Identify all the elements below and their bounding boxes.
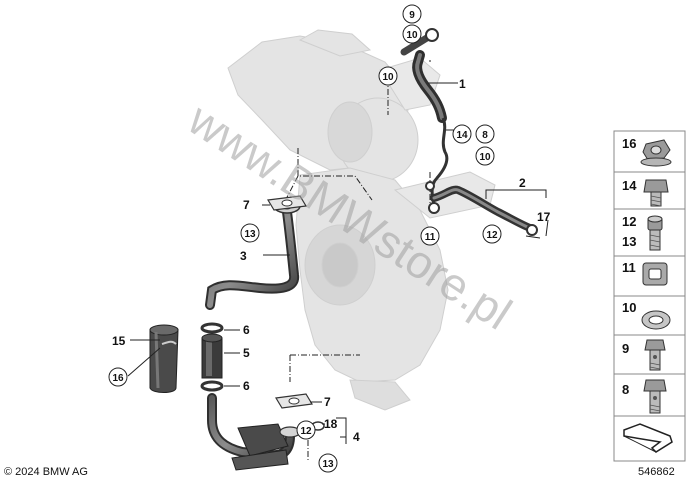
o-ring-part-6-upper[interactable] [200,322,224,334]
hose-part-5[interactable] [201,333,223,379]
panel-label-12: 12 [622,214,636,229]
callout-8: 8 [475,124,495,144]
callout-15: 15 [112,334,126,348]
callout-12-lower: 12 [296,420,316,440]
panel-label-8: 8 [622,382,629,397]
callout-16-sleeve: 16 [108,367,128,387]
coolant-line-part-2[interactable] [425,181,538,236]
callout-7-upper: 7 [243,198,250,212]
callout-3: 3 [240,249,247,263]
split-lock-washer-icon[interactable] [642,262,668,286]
label-leader-lines [127,60,549,444]
panel-label-9: 9 [622,341,629,356]
oil-pipe-part-3[interactable] [205,198,301,310]
callout-1: 1 [459,77,466,91]
callout-6-upper: 6 [243,323,250,337]
svg-text:14: 14 [456,130,468,141]
svg-text:10: 10 [382,72,394,83]
callout-10-top: 10 [402,24,422,44]
svg-text:13: 13 [322,459,334,470]
panel-label-11: 11 [622,260,636,275]
svg-text:10: 10 [406,30,418,41]
callout-12-right: 12 [482,224,502,244]
coolant-hose-part-1[interactable] [400,28,447,123]
svg-text:12: 12 [300,426,312,437]
callout-10-right: 10 [475,146,495,166]
reference-leader-lines [282,78,431,462]
panel-label-16: 16 [622,136,636,151]
callout-11: 11 [420,226,440,246]
sealing-ring-icon[interactable] [641,310,671,330]
callout-2: 2 [519,176,526,190]
callout-18: 18 [324,417,338,431]
callout-4: 4 [353,430,360,444]
gasket-part-7-lower[interactable] [275,393,313,409]
panel-label-13: 13 [622,234,636,249]
view-direction-arrow-icon [623,423,673,453]
drawing-number: 546862 [638,466,675,478]
callout-7-lower: 7 [324,395,331,409]
svg-text:11: 11 [425,232,436,243]
svg-text:9: 9 [409,10,415,21]
svg-text:10: 10 [479,152,491,163]
callout-13-upper: 13 [240,223,260,243]
thin-coolant-line[interactable] [430,117,449,206]
hex-bolt-icon[interactable] [643,179,669,207]
svg-text:13: 13 [244,229,256,240]
o-ring-part-6-lower[interactable] [200,380,224,392]
copyright-text: © 2024 BMW AG [4,466,88,478]
panel-label-10: 10 [622,300,636,315]
callout-13-lower: 13 [318,453,338,473]
banjo-bolt-icon[interactable] [644,339,666,371]
callout-5: 5 [243,346,250,360]
banjo-bolt-long-icon[interactable] [643,379,667,414]
oil-feed-line-part-4[interactable] [207,393,301,471]
flange-nut-icon[interactable] [640,139,672,167]
callout-6-lower: 6 [243,379,250,393]
gasket-part-7-upper[interactable] [267,195,307,211]
callout-17: 17 [537,210,551,224]
callout-10-mid: 10 [378,66,398,86]
protective-sleeve-part-15[interactable] [149,324,179,393]
callout-9: 9 [402,4,422,24]
svg-text:16: 16 [112,373,124,384]
svg-text:8: 8 [482,130,488,141]
svg-text:12: 12 [486,230,498,241]
callout-14: 14 [452,124,472,144]
panel-label-14: 14 [622,178,637,193]
socket-head-screw-icon[interactable] [647,215,663,251]
